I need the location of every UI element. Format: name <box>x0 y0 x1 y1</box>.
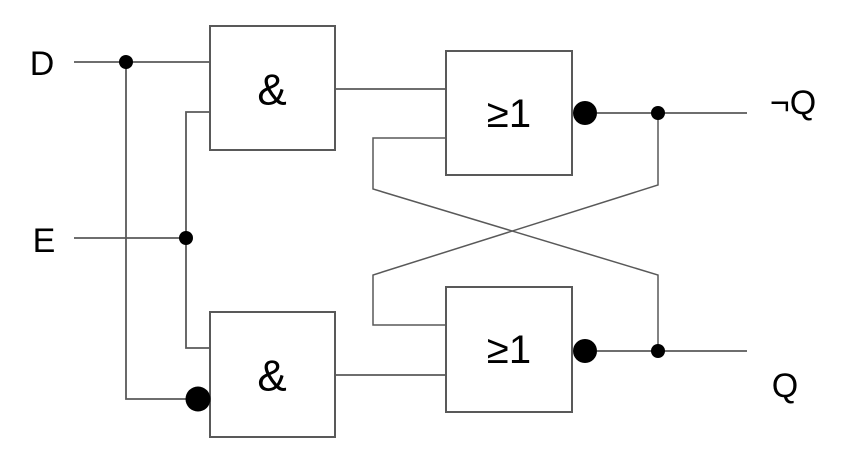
nor-gate-bottom: ≥1 <box>445 286 573 413</box>
inversion-bubble-and-bottom-input <box>185 386 211 412</box>
wire-feedback-q-to-nor-top <box>372 137 659 351</box>
and-gate-bottom-box <box>209 311 336 438</box>
nor-gate-top: ≥1 <box>445 50 573 176</box>
inversion-bubble-nor-top-output <box>573 101 597 125</box>
nor-gate-top-symbol: ≥1 <box>487 92 531 136</box>
and-gate-top-symbol: & <box>257 66 286 115</box>
junction-dot-d <box>119 55 133 69</box>
and-gate-bottom-symbol: & <box>257 352 286 401</box>
wire-d-branch <box>125 62 189 400</box>
nor-gate-top-box <box>445 50 573 176</box>
nor-gate-bottom-symbol: ≥1 <box>487 328 531 372</box>
and-gate-top: & <box>209 25 336 151</box>
junction-dot-notq <box>651 106 665 120</box>
and-gate-top-box <box>209 25 336 151</box>
and-gate-bottom: & <box>209 311 336 438</box>
junction-dot-q <box>651 344 665 358</box>
input-label-e: E <box>33 222 56 260</box>
inversion-bubble-nor-bottom-output <box>573 339 597 363</box>
wire-e-branch <box>185 111 210 349</box>
output-label-q: Q <box>772 367 798 405</box>
output-label-notq: ¬Q <box>770 84 816 122</box>
wire-feedback-notq-to-nor-bottom <box>372 113 659 326</box>
junction-dot-e <box>179 231 193 245</box>
input-label-d: D <box>30 45 55 83</box>
nor-gate-bottom-box <box>445 286 573 413</box>
